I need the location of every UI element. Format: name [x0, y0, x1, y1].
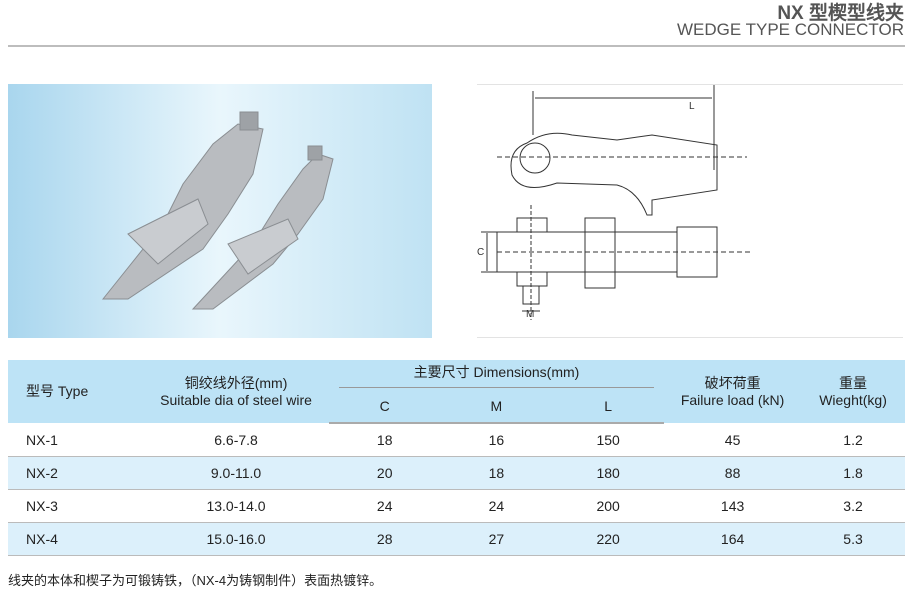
cell: 3.2 — [801, 489, 905, 523]
cell: NX-4 — [8, 522, 144, 556]
col-load-cn: 破坏荷重 — [704, 374, 761, 391]
cell: 143 — [664, 489, 802, 523]
col-wire-en: Suitable dia of steel wire — [160, 391, 312, 408]
cell: 1.8 — [801, 456, 905, 490]
cell: 24 — [328, 489, 441, 523]
col-dimensions: 主要尺寸 Dimensions(mm) — [328, 360, 665, 391]
cell: 9.0-11.0 — [143, 456, 329, 490]
label-l: L — [689, 101, 695, 112]
col-type: 型号 Type — [8, 360, 144, 423]
col-load-en: Failure load (kN) — [680, 391, 785, 408]
footnote: 线夹的本体和楔子为可锻铸铁，（NX-4为铸钢制件）表面热镀锌。 — [8, 573, 383, 588]
header-divider — [8, 45, 905, 47]
spec-table: 型号 Type 铜绞线外径(mm)Suitable dia of steel w… — [8, 360, 905, 556]
cell: 16 — [440, 423, 553, 457]
cell: NX-1 — [8, 423, 144, 457]
cell: NX-3 — [8, 489, 144, 523]
cell: 24 — [440, 489, 553, 523]
cell: 27 — [440, 522, 553, 556]
title-en: WEDGE TYPE CONNECTOR — [676, 20, 904, 39]
cell: 20 — [328, 456, 441, 490]
title-cn: NX 型楔型线夹 — [777, 3, 904, 24]
technical-drawing: L C M — [477, 84, 903, 338]
col-c: C — [328, 391, 441, 424]
cell: 6.6-7.8 — [143, 423, 329, 457]
col-wire-cn: 铜绞线外径(mm) — [184, 374, 288, 391]
cell: 18 — [440, 456, 553, 490]
cell: 164 — [664, 522, 802, 556]
cell: 28 — [328, 522, 441, 556]
cell: NX-2 — [8, 456, 144, 490]
cell: 45 — [664, 423, 802, 457]
label-c: C — [477, 247, 484, 258]
cell: 1.2 — [801, 423, 905, 457]
cell: 150 — [552, 423, 665, 457]
cell: 13.0-14.0 — [143, 489, 329, 523]
cell: 15.0-16.0 — [143, 522, 329, 556]
col-weight-en: Wieght(kg) — [819, 391, 887, 408]
cell: 180 — [552, 456, 665, 490]
product-photo — [8, 84, 432, 338]
col-l: L — [552, 391, 665, 424]
label-m: M — [526, 309, 534, 320]
cell: 220 — [552, 522, 665, 556]
col-m: M — [440, 391, 553, 424]
cell: 88 — [664, 456, 802, 490]
col-wire: 铜绞线外径(mm)Suitable dia of steel wire — [143, 360, 329, 423]
cell: 200 — [552, 489, 665, 523]
col-dim-label: 主要尺寸 Dimensions(mm) — [338, 364, 655, 388]
col-weight-cn: 重量 — [839, 374, 868, 391]
cell: 5.3 — [801, 522, 905, 556]
cell: 18 — [328, 423, 441, 457]
